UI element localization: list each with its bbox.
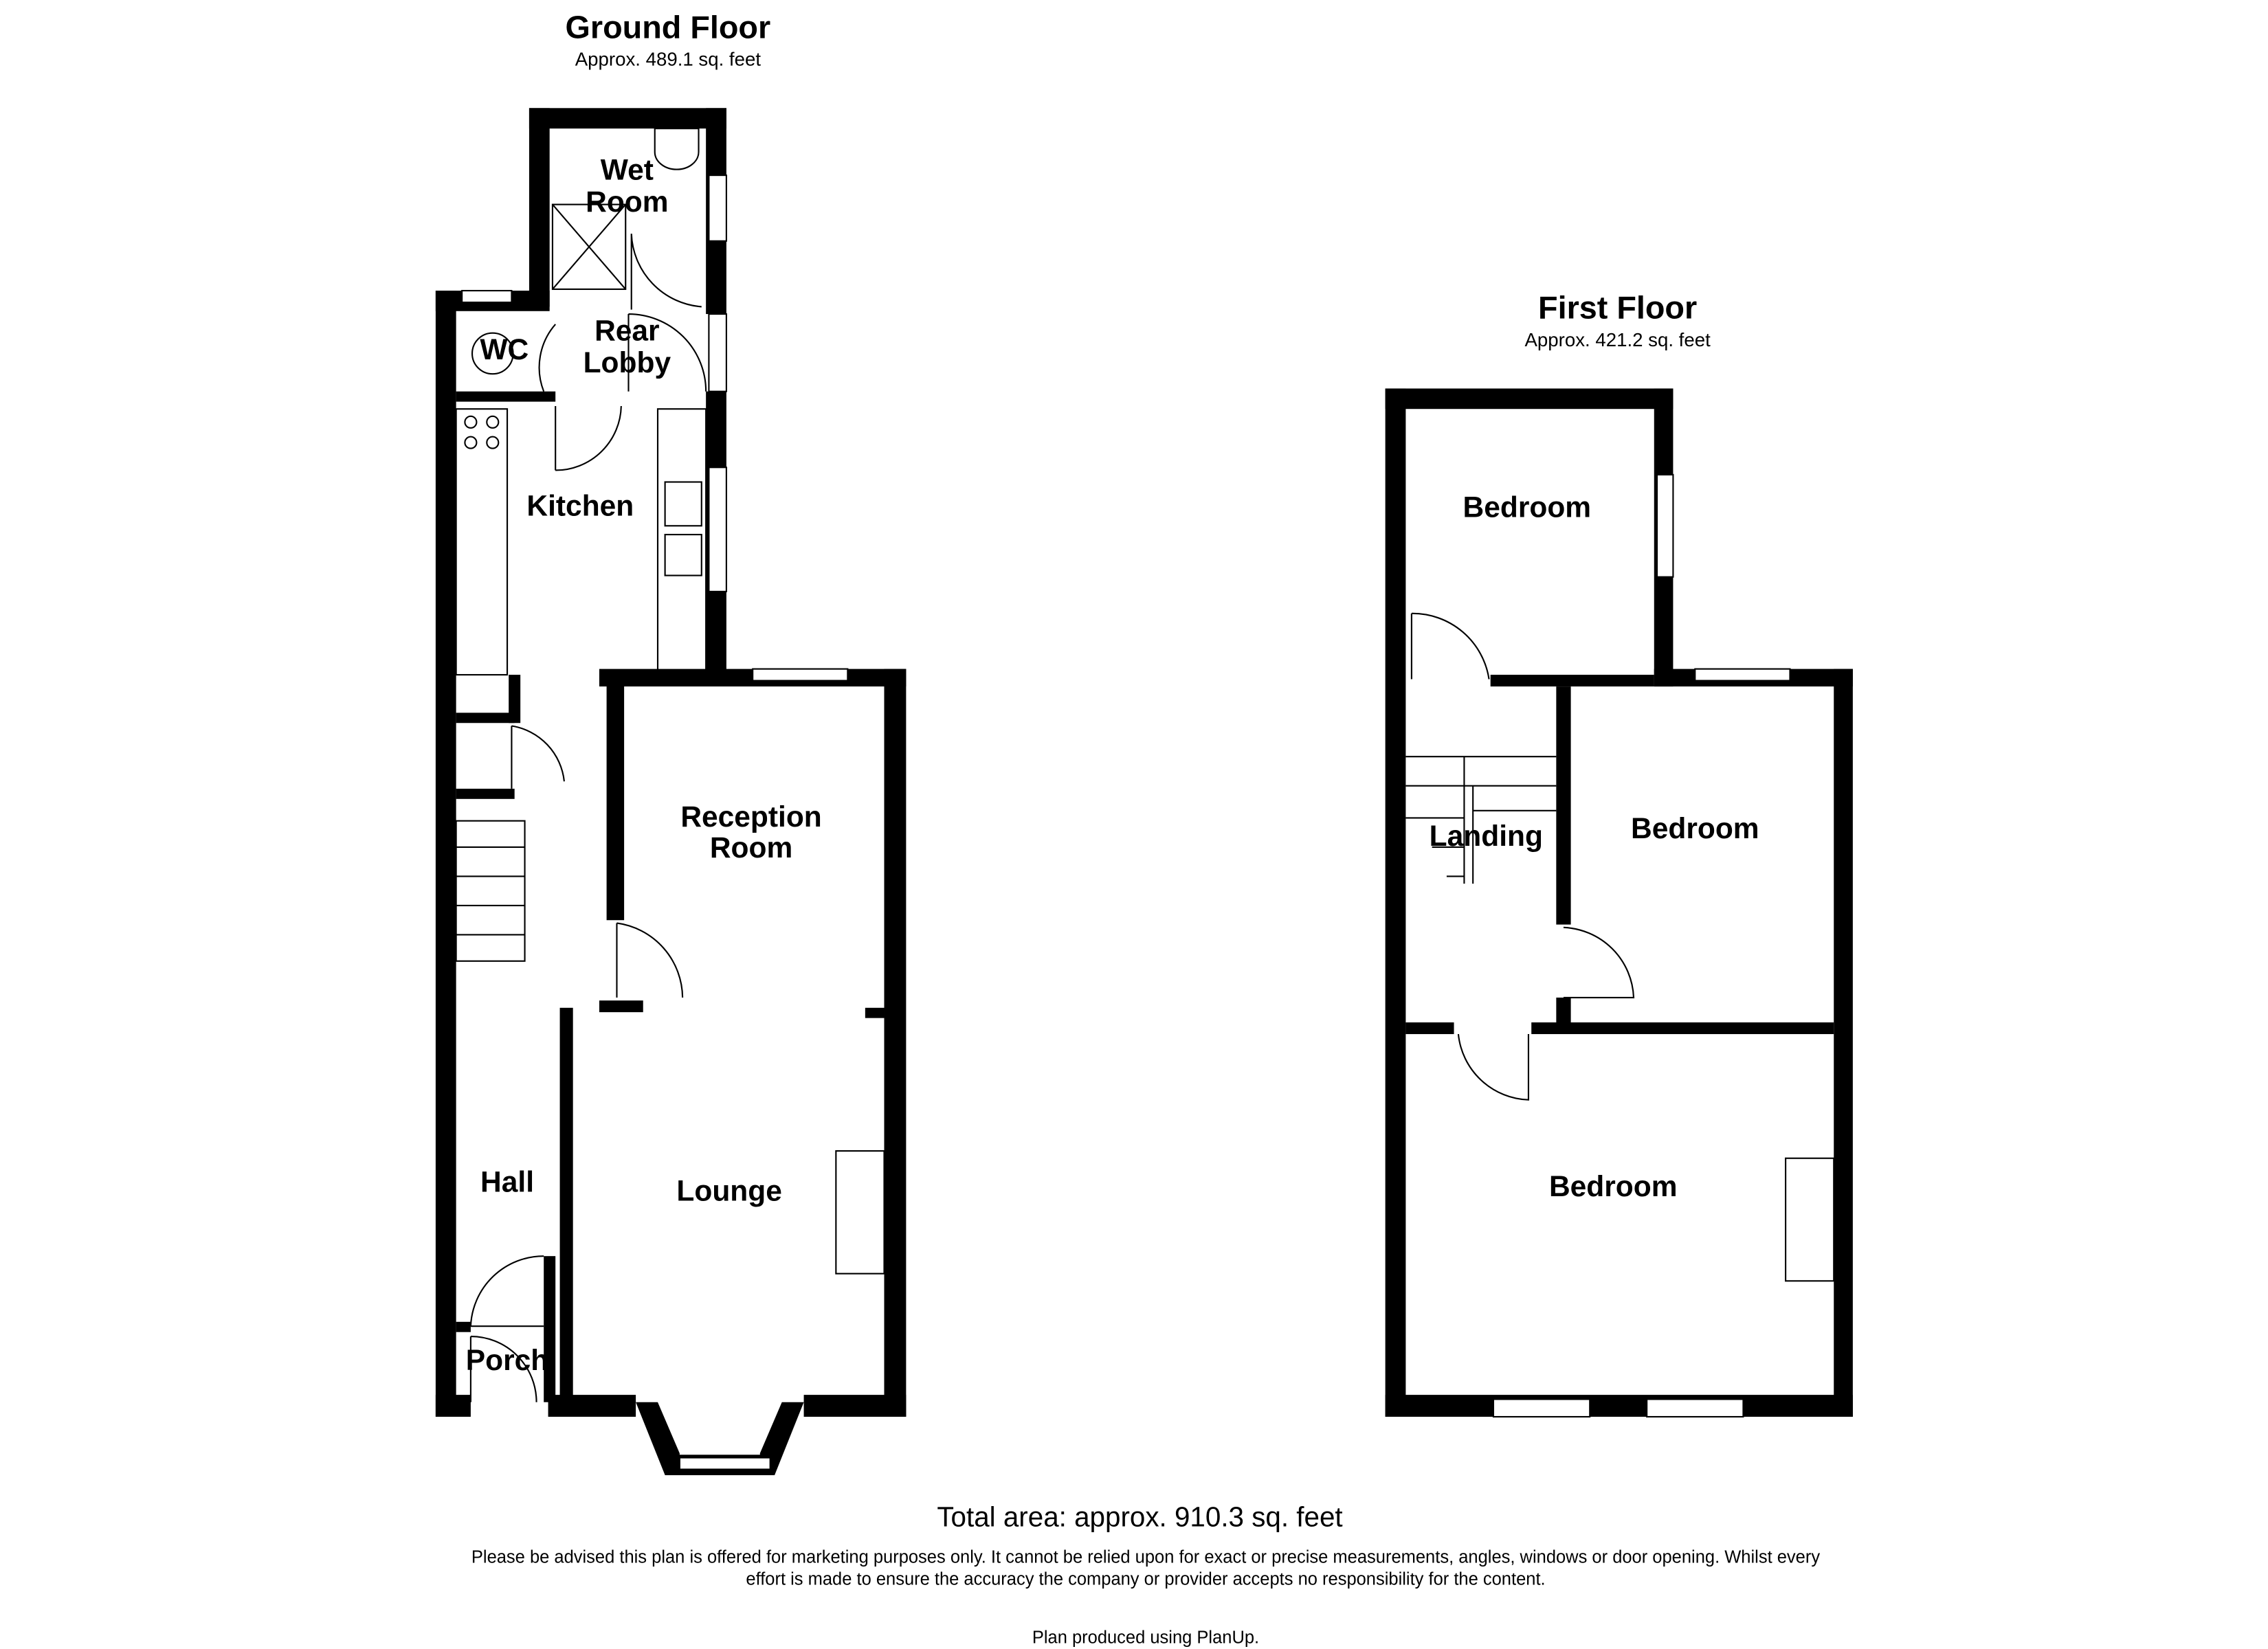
credit: Plan produced using PlanUp.: [1032, 1628, 1259, 1647]
room-label: Bedroom: [1549, 1171, 1678, 1203]
room-label: Lounge: [676, 1175, 781, 1207]
room-label: Porch: [466, 1345, 548, 1377]
room-label: Wet: [601, 154, 654, 186]
room-label: Bedroom: [1463, 492, 1592, 524]
room-label: Room: [586, 186, 668, 218]
ground-floor-area: Approx. 489.1 sq. feet: [575, 49, 761, 70]
first-floor-plan: Bedroom Landing Bedroom Bedroom First Fl…: [1385, 289, 1853, 1418]
ground-floor-plan: Wet Room WC Rear Lobby Kitchen Reception…: [435, 9, 907, 1476]
footer: Total area: approx. 910.3 sq. feet Pleas…: [471, 1501, 1820, 1647]
disclaimer-line: Please be advised this plan is offered f…: [471, 1548, 1820, 1567]
disclaimer-line: effort is made to ensure the accuracy th…: [746, 1569, 1545, 1589]
room-label: Rear: [594, 315, 660, 347]
room-label: Kitchen: [526, 490, 634, 522]
room-label: Hall: [480, 1167, 534, 1199]
room-label: Lobby: [583, 347, 671, 379]
room-label: Landing: [1430, 820, 1543, 853]
ground-floor-title: Ground Floor: [566, 9, 771, 45]
first-floor-area: Approx. 421.2 sq. feet: [1524, 329, 1711, 350]
room-label: WC: [480, 334, 529, 366]
total-area: Total area: approx. 910.3 sq. feet: [937, 1501, 1342, 1532]
room-label: Room: [710, 832, 792, 864]
room-label: Reception: [680, 801, 821, 833]
room-label: Bedroom: [1631, 813, 1759, 845]
first-floor-title: First Floor: [1538, 289, 1697, 325]
